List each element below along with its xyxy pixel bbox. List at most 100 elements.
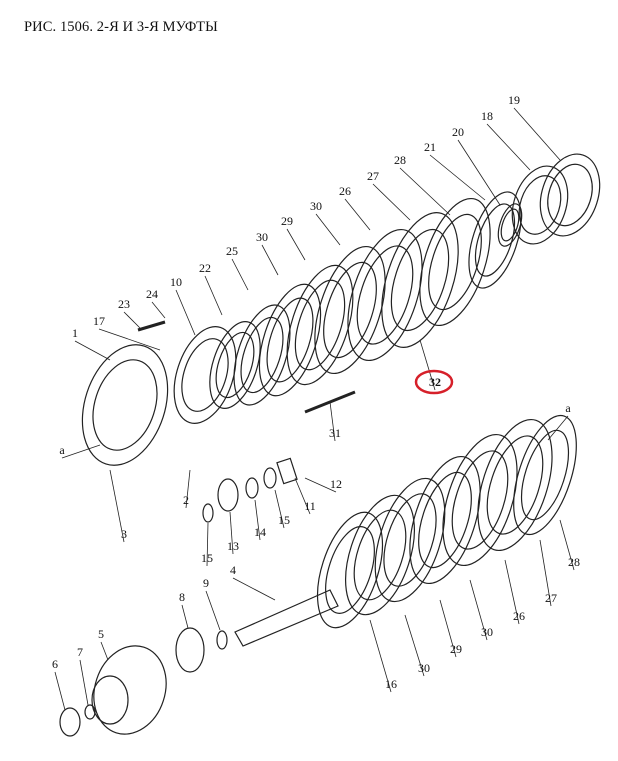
ring-21-inner: [474, 203, 516, 277]
ring-28-inner: [520, 429, 570, 521]
ring-21-outer: [468, 191, 522, 289]
ring-6: [59, 707, 81, 737]
part-label-p12: 12: [330, 477, 342, 491]
leader-p30d: [469, 579, 488, 641]
disc-28-outer: [419, 197, 491, 327]
leader-p7: [79, 659, 89, 706]
leader-p17: [98, 328, 161, 351]
part-label-p24: 24: [146, 287, 158, 301]
leader-p1: [74, 340, 111, 361]
bushing-14: [245, 477, 259, 499]
snap-ring-9: [216, 630, 228, 650]
leader-p16: [369, 619, 392, 693]
ring-28-outer: [513, 414, 577, 536]
disc-26-outer: [347, 228, 423, 362]
part-label-p21: 21: [424, 140, 436, 154]
part-label-p2: 2: [183, 493, 189, 507]
leader-p15a: [274, 489, 285, 529]
leader-p28b: [559, 519, 575, 571]
disc-30-outer: [314, 245, 386, 375]
ring-19-outer: [539, 153, 601, 237]
leader-p2: [185, 469, 191, 509]
leader-p14: [254, 499, 261, 541]
part-label-p28b: 28: [568, 555, 580, 569]
leader-p15b: [206, 522, 209, 567]
disc-30-inner: [353, 509, 407, 601]
ring-22-outer: [209, 321, 261, 409]
ring-20-inner: [500, 208, 520, 242]
gear-8: [175, 627, 205, 673]
leader-p5: [100, 641, 109, 661]
disc-27-inner: [486, 435, 544, 535]
bolt-23: [137, 320, 166, 332]
part-label-p25: 25: [226, 244, 238, 258]
part-label-p10: 10: [170, 275, 182, 289]
part-label-p32: 32: [429, 375, 441, 389]
part-label-p19: 19: [508, 93, 520, 107]
part-label-p28a: 28: [394, 153, 406, 167]
part-label-p18: 18: [481, 109, 493, 123]
disc-26-inner: [356, 245, 414, 345]
part-label-p26a: 26: [339, 184, 351, 198]
disc-29-inner: [294, 279, 346, 371]
leader-p28a: [399, 167, 451, 216]
leader-p27a: [372, 183, 411, 221]
disc-26-inner: [451, 450, 509, 550]
leader-p29b: [439, 599, 457, 658]
part-label-p9: 9: [203, 576, 209, 590]
part-label-p30a: 30: [310, 199, 322, 213]
part-label-pa1: a: [59, 443, 65, 457]
part-label-pa2: a: [565, 401, 571, 415]
leader-p27b: [539, 539, 552, 607]
part-label-p7: 7: [77, 645, 83, 659]
leader-p26a: [344, 198, 371, 231]
shaft-4: [234, 589, 339, 647]
leader-p30c: [404, 614, 425, 677]
disc-28-inner: [428, 213, 482, 311]
gear-16-inner: [325, 526, 375, 614]
part-label-p23: 23: [118, 297, 130, 311]
leader-p19: [513, 107, 561, 161]
part-label-p4: 4: [230, 563, 236, 577]
bearing-18-outer: [511, 165, 569, 245]
leader-p6: [54, 671, 66, 711]
disc-25-inner: [240, 316, 284, 394]
carrier-hub: [91, 675, 129, 725]
pin-11: [276, 457, 298, 485]
leader-p29a: [286, 228, 306, 261]
part-label-p14: 14: [254, 525, 266, 539]
highlight-circle-32: [414, 369, 454, 395]
disc-30-inner: [418, 471, 472, 569]
bearing-13: [217, 478, 239, 512]
gear-10-inner: [181, 338, 229, 412]
disc-29-outer: [374, 477, 446, 603]
bearing-18-inner: [518, 175, 562, 235]
leader-p23: [123, 311, 141, 329]
disc-29-inner: [383, 493, 437, 587]
part-label-p27a: 27: [367, 169, 379, 183]
part-label-p26b: 26: [513, 609, 525, 623]
disc-30-outer: [345, 494, 415, 616]
part-label-p30c: 30: [418, 661, 430, 675]
carrier-5: [93, 645, 167, 735]
leader-p12: [304, 477, 337, 493]
leader-p31: [329, 401, 336, 442]
part-label-p29a: 29: [281, 214, 293, 228]
housing-outer: [81, 344, 169, 466]
part-label-p31: 31: [329, 426, 341, 440]
part-label-p13: 13: [227, 539, 239, 553]
leader-p30b: [261, 244, 279, 276]
leader-p30a: [315, 213, 341, 246]
leader-p21: [429, 154, 486, 201]
leader-p11: [294, 477, 311, 515]
part-label-p30d: 30: [481, 625, 493, 639]
part-label-p15a: 15: [278, 513, 290, 527]
part-label-p30b: 30: [256, 230, 268, 244]
ring-15b: [202, 503, 214, 523]
part-label-p5: 5: [98, 627, 104, 641]
part-label-p20: 20: [452, 125, 464, 139]
figure-title: РИС. 1506. 2-Я И 3-Я МУФТЫ: [24, 19, 218, 35]
disc-26-outer: [442, 433, 518, 567]
gear-16-outer: [316, 511, 384, 629]
part-labels: 191820212827263029302522102423171a233132…: [52, 93, 580, 691]
